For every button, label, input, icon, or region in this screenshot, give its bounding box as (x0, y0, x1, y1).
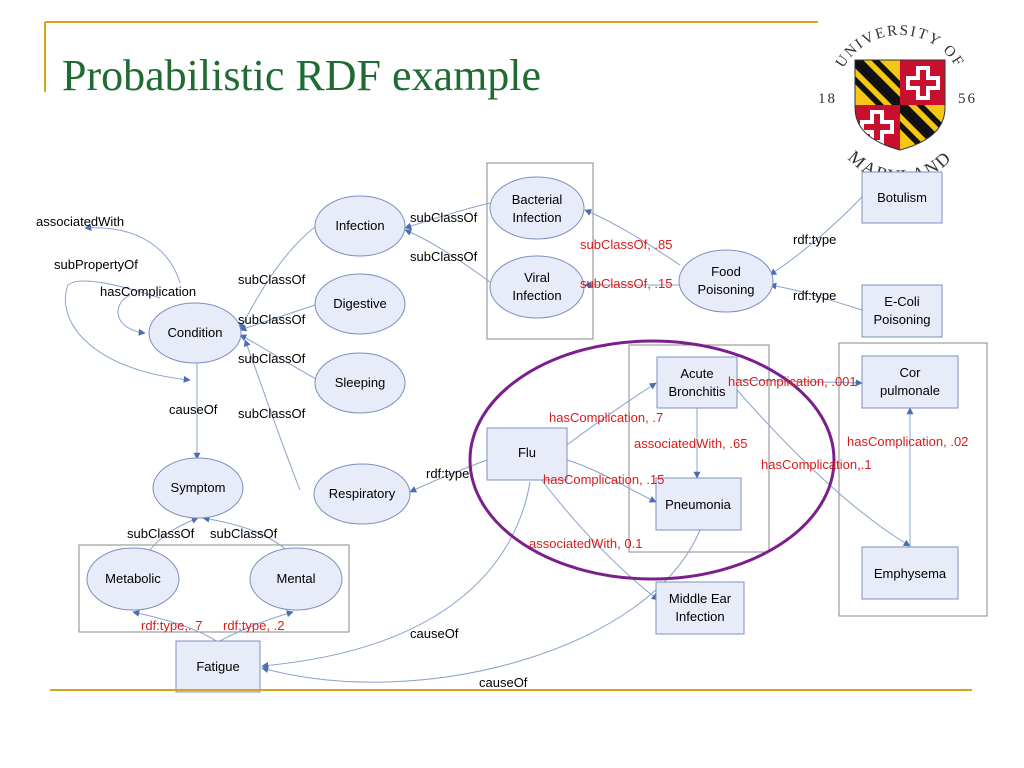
label-subclassof-mental: subClassOf (210, 526, 278, 541)
label-sub-property-of: subPropertyOf (54, 257, 138, 272)
label-associated-with: associatedWith (36, 214, 124, 229)
node-botulism: Botulism (861, 171, 943, 224)
svg-text:Botulism: Botulism (877, 190, 927, 205)
label-has-complication: hasComplication (100, 284, 196, 299)
svg-text:Infection: Infection (675, 609, 724, 624)
svg-text:Emphysema: Emphysema (874, 566, 947, 581)
node-infection: Infection (314, 195, 406, 257)
prob-subclassof-bacterial: subClassOf, .85 (580, 237, 673, 252)
university-seal-logo: UNIVERSITY OF MARYLAND 18 56 (818, 23, 977, 186)
svg-text:Food: Food (711, 264, 741, 279)
label-subclassof-respiratory: subClassOf (238, 406, 306, 421)
prob-emphysema-cor: hasComplication, .02 (847, 434, 968, 449)
label-subclassof-digestive: subClassOf (238, 312, 306, 327)
label-flu-type: rdf:type (426, 466, 469, 481)
svg-text:Fatigue: Fatigue (196, 659, 239, 674)
node-symptom: Symptom (152, 457, 244, 519)
svg-text:Digestive: Digestive (333, 296, 386, 311)
prob-acute-emphysema: hasComplication,.1 (761, 457, 872, 472)
svg-text:E-Coli: E-Coli (884, 294, 920, 309)
label-ecoli-type: rdf:type (793, 288, 836, 303)
svg-text:Bacterial: Bacterial (512, 192, 563, 207)
node-respiratory: Respiratory (313, 463, 411, 525)
node-food-poisoning: Food Poisoning (678, 249, 774, 313)
prob-acute-pneumonia: associatedWith, .65 (634, 436, 747, 451)
node-mental: Mental (249, 547, 343, 611)
svg-text:Bronchitis: Bronchitis (668, 384, 726, 399)
node-condition: Condition (148, 302, 242, 364)
node-middle-ear-infection: Middle Ear Infection (655, 581, 745, 635)
prob-subclassof-viral: subClassOf, .15 (580, 276, 673, 291)
svg-text:Infection: Infection (335, 218, 384, 233)
svg-text:Mental: Mental (276, 571, 315, 586)
label-botulism-type: rdf:type (793, 232, 836, 247)
logo-year-left: 18 (818, 91, 837, 107)
label-subclassof-bacterial: subClassOf (410, 210, 478, 225)
svg-text:Respiratory: Respiratory (329, 486, 396, 501)
label-subclassof-sleeping: subClassOf (238, 351, 306, 366)
node-bacterial-infection: Bacterial Infection (489, 176, 585, 240)
node-viral-infection: Viral Infection (489, 255, 585, 319)
flu-highlight-ring (468, 339, 836, 581)
prob-flu-acute: hasComplication, .7 (549, 410, 663, 425)
label-subclassof-metabolic: subClassOf (127, 526, 195, 541)
label-cause-of-condition: causeOf (169, 402, 218, 417)
svg-text:Flu: Flu (518, 445, 536, 460)
svg-text:Infection: Infection (512, 288, 561, 303)
label-cause-of-flu: causeOf (410, 626, 459, 641)
svg-text:pulmonale: pulmonale (880, 383, 940, 398)
node-acute-bronchitis: Acute Bronchitis (656, 356, 738, 409)
node-flu: Flu (486, 427, 568, 481)
prob-fatigue-mental: rdf:type, .2 (223, 618, 284, 633)
emphysema-cor-group (838, 342, 988, 617)
svg-text:Sleeping: Sleeping (335, 375, 386, 390)
node-emphysema: Emphysema (861, 546, 959, 600)
svg-text:Poisoning: Poisoning (873, 312, 930, 327)
svg-text:Viral: Viral (524, 270, 550, 285)
node-digestive: Digestive (314, 273, 406, 335)
edges (64, 196, 914, 683)
label-subclassof-viral: subClassOf (410, 249, 478, 264)
svg-text:Metabolic: Metabolic (105, 571, 161, 586)
prob-fatigue-metabolic: rdf:type,. 7 (141, 618, 202, 633)
node-pneumonia: Pneumonia (655, 477, 742, 531)
svg-text:Infection: Infection (512, 210, 561, 225)
logo-year-right: 56 (958, 91, 977, 107)
prob-acute-cor: hasComplication, .001 (728, 374, 857, 389)
svg-text:Cor: Cor (900, 365, 922, 380)
node-ecoli-poisoning: E-Coli Poisoning (861, 284, 943, 338)
infection-types-group (486, 162, 594, 340)
label-cause-of-middle-ear: causeOf (479, 675, 528, 690)
svg-text:Pneumonia: Pneumonia (665, 497, 732, 512)
node-cor-pulmonale: Cor pulmonale (861, 355, 959, 409)
svg-text:Acute: Acute (680, 366, 713, 381)
prob-flu-middle-ear: associatedWith, 0.1 (529, 536, 642, 551)
node-metabolic: Metabolic (86, 547, 180, 611)
symptom-subtypes-group (78, 544, 350, 633)
label-subclassof-infection: subClassOf (238, 272, 306, 287)
node-sleeping: Sleeping (314, 352, 406, 414)
svg-text:Poisoning: Poisoning (697, 282, 754, 297)
svg-text:Middle Ear: Middle Ear (669, 591, 732, 606)
svg-text:Condition: Condition (168, 325, 223, 340)
node-fatigue: Fatigue (175, 640, 261, 693)
svg-text:Symptom: Symptom (171, 480, 226, 495)
slide-title: Probabilistic RDF example (62, 51, 541, 100)
prob-flu-pneumonia: hasComplication, .15 (543, 472, 664, 487)
